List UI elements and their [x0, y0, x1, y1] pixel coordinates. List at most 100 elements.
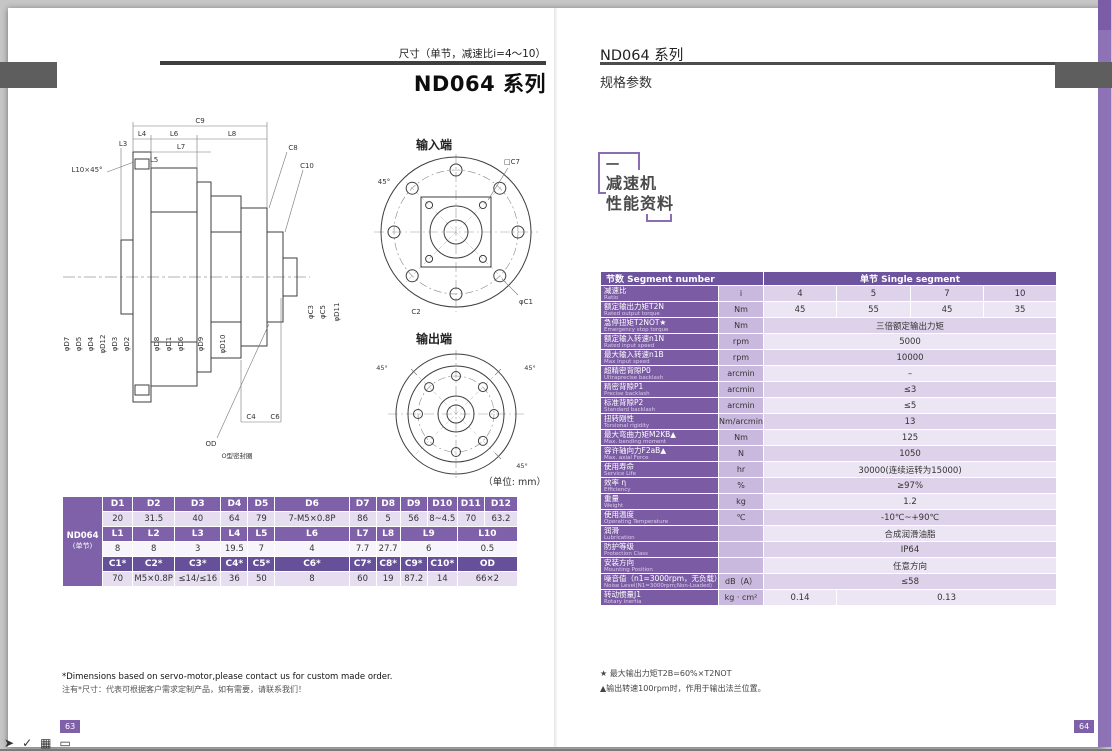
dim-header-cell: L10	[456, 526, 519, 542]
spec-row-label: 最大弯曲力矩M2KB▲Max. bending moment	[600, 429, 719, 446]
drawing-geometry	[374, 154, 538, 312]
spec-value-cell: -10℃~+90℃	[763, 509, 1058, 526]
dim-value-cell: 79	[247, 511, 276, 527]
spec-unit-cell: %	[717, 477, 765, 494]
dim-value-cell: 70	[456, 511, 485, 527]
spec-value-cell: 35	[983, 301, 1058, 318]
dim-label: C9	[195, 117, 204, 125]
diameter-label: φD5	[75, 337, 83, 351]
page-spine-divider	[554, 8, 558, 747]
spec-label-en: Operating Temperature	[604, 519, 669, 525]
dimension-lines	[106, 122, 304, 439]
drawing-geometry	[63, 151, 310, 403]
spec-label-zh: 转动惯量J1	[604, 590, 641, 599]
dim-header-cell: D12	[483, 496, 519, 512]
spec-value-cell: 0.14	[763, 589, 838, 606]
spec-unit-cell: arcmin	[717, 397, 765, 414]
right-page-header: ND064 系列	[600, 48, 684, 64]
dim-value-cell: 70	[102, 571, 134, 587]
dim-label: C6	[270, 413, 280, 421]
dim-header-cell: L7	[348, 526, 377, 542]
dim-value-cell: 36	[220, 571, 249, 587]
dim-value-cell: 50	[247, 571, 276, 587]
dim-header-cell: C6*	[274, 556, 350, 572]
spec-unit-cell: rpm	[717, 349, 765, 366]
spec-label-zh: 使用温度	[604, 510, 634, 519]
dim-label: □C7	[504, 158, 520, 166]
spec-label-zh: 最大输入转速n1B	[604, 350, 664, 359]
angle-label: 45°	[378, 178, 390, 186]
diameter-label: φD12	[99, 335, 107, 354]
input-end-label: 输入端	[415, 138, 452, 152]
dim-value-cell: 87.2	[399, 571, 428, 587]
dim-header-cell: C3*	[174, 556, 222, 572]
spec-label-en: Ratio	[604, 295, 619, 301]
spec-value-cell: 7	[910, 285, 985, 302]
dim-header-cell: L9	[399, 526, 458, 542]
dim-value-cell: 20	[102, 511, 134, 527]
dim-value-cell: 0.5	[456, 541, 519, 557]
spec-label-zh: 扭转刚性	[604, 414, 634, 423]
dimension-labels: 45° □C7 φC1 C2	[378, 158, 533, 316]
dim-value-cell: 8	[274, 571, 350, 587]
spec-unit-cell: i	[717, 285, 765, 302]
right-page-footnotes: ★ 最大输出力矩T2B=60%×T2NOT ▲输出转速100rpm时，作用于输出…	[600, 668, 1020, 694]
spec-label-en: Max. bending moment	[604, 439, 667, 445]
dim-value-cell: 64	[220, 511, 249, 527]
dim-header-cell: L8	[375, 526, 401, 542]
spec-label-en: Noise Level(N1=3000rpm;Non-Loaded)	[604, 583, 713, 589]
section-tick: 一	[606, 154, 620, 173]
grid-icon[interactable]: ▦	[40, 736, 52, 750]
frame-icon[interactable]: ▭	[59, 736, 71, 750]
dim-value-cell: 7	[247, 541, 276, 557]
dim-header-cell: D4	[220, 496, 249, 512]
dim-header-cell: L3	[174, 526, 222, 542]
diameter-label: φD11	[333, 303, 341, 322]
spec-value-cell: 1050	[763, 445, 1058, 462]
spec-value-cell: ≤3	[763, 381, 1058, 398]
accent-edge-strip	[1098, 0, 1111, 747]
dim-header-cell: D7	[348, 496, 377, 512]
page-number-left: 63	[60, 720, 81, 733]
spec-value-cell: 125	[763, 429, 1058, 446]
annotate-icon[interactable]: ✓	[22, 736, 33, 750]
spec-unit-cell: N	[717, 445, 765, 462]
diameter-label: φC3	[307, 305, 315, 319]
dim-label: L7	[177, 143, 185, 151]
dim-label: L5	[150, 156, 158, 164]
angle-label: 45°	[524, 364, 536, 372]
spec-value-cell: 10	[983, 285, 1058, 302]
dim-header-cell: C5*	[247, 556, 276, 572]
cursor-icon[interactable]: ➤	[4, 736, 15, 750]
viewer-toolbar: ➤ ✓ ▦ ▭	[4, 736, 71, 750]
dim-header-cell: C8*	[375, 556, 401, 572]
spec-label-zh: 超精密背隙P0	[604, 366, 651, 375]
diameter-label: φC5	[319, 305, 327, 319]
dim-value-cell: 19	[375, 571, 401, 587]
dim-label: C8	[288, 144, 297, 152]
dim-value-cell: 27.7	[375, 541, 401, 557]
footnote-star: ★ 最大输出力矩T2B=60%×T2NOT	[600, 669, 732, 678]
dim-header-cell: D9	[399, 496, 428, 512]
dim-label: L3	[119, 140, 127, 148]
dim-header-cell: C9*	[399, 556, 428, 572]
spec-unit-cell: ℃	[717, 509, 765, 526]
section-title-line2: 性能资料	[606, 190, 678, 214]
dim-value-cell: M5×0.8P	[132, 571, 176, 587]
dimension-labels: 45° 45° 45°	[376, 364, 536, 470]
dim-header-cell: D1	[102, 496, 134, 512]
